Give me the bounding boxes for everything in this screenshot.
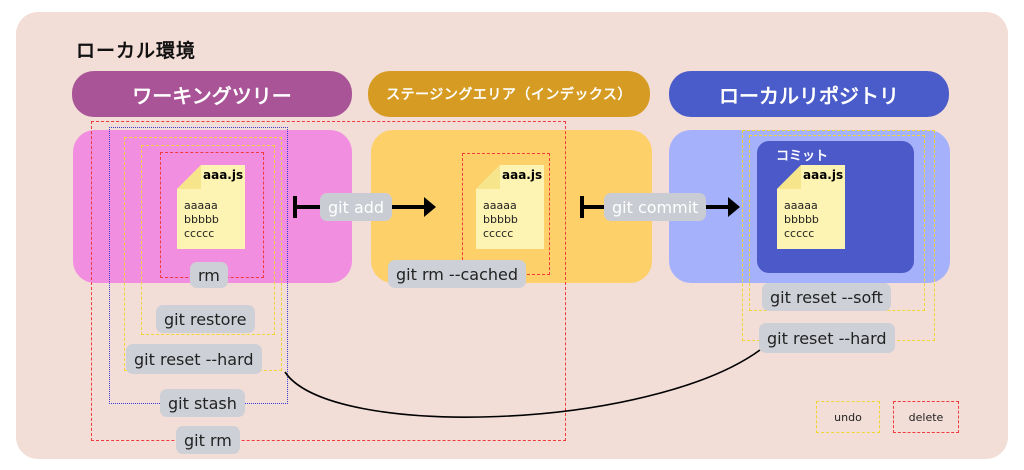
staged-file-content: aaaaa bbbbb ccccc bbox=[483, 199, 518, 241]
file-line: ccccc bbox=[184, 227, 215, 240]
file-line: aaaaa bbox=[184, 199, 218, 212]
staged-file-name: aaa.js bbox=[502, 168, 543, 182]
git-add-label: git add bbox=[320, 193, 393, 221]
file-line: ccccc bbox=[784, 227, 815, 240]
file-line: ccccc bbox=[483, 227, 514, 240]
file-line: bbbbb bbox=[483, 213, 518, 226]
committed-file-content: aaaaa bbbbb ccccc bbox=[784, 199, 819, 241]
git-rm-cached-command: git rm --cached bbox=[388, 260, 527, 288]
git-stash-command: git stash bbox=[160, 389, 245, 417]
git-rm-command: git rm bbox=[176, 426, 240, 454]
file-line: bbbbb bbox=[184, 213, 219, 226]
local-repository-header: ローカルリポジトリ bbox=[669, 71, 949, 117]
git-commit-label: git commit bbox=[604, 193, 707, 221]
legend-undo: undo bbox=[816, 401, 880, 433]
working-file-content: aaaaa bbbbb ccccc bbox=[184, 199, 219, 241]
git-rm-scope-box bbox=[91, 121, 566, 441]
git-restore-command: git restore bbox=[156, 305, 255, 333]
staging-area-header: ステージングエリア（インデックス） bbox=[368, 71, 650, 117]
rm-command: rm bbox=[190, 262, 228, 288]
restore-scope-box bbox=[141, 145, 275, 335]
legend-delete: delete bbox=[893, 401, 959, 433]
working-file-name: aaa.js bbox=[203, 168, 244, 182]
reset-hard-connector-line bbox=[284, 349, 761, 418]
working-tree-header: ワーキングツリー bbox=[72, 71, 352, 117]
diagram-title: ローカル環境 bbox=[76, 40, 197, 62]
file-line: bbbbb bbox=[784, 213, 819, 226]
git-reset-hard-repo-command: git reset --hard bbox=[759, 323, 895, 353]
file-line: aaaaa bbox=[784, 199, 818, 212]
git-reset-hard-command: git reset --hard bbox=[126, 344, 262, 374]
commit-label: コミット bbox=[776, 149, 829, 164]
file-line: aaaaa bbox=[483, 199, 517, 212]
committed-file-name: aaa.js bbox=[803, 168, 844, 182]
legend-undo-label: undo bbox=[834, 410, 862, 424]
git-reset-soft-command: git reset --soft bbox=[762, 283, 891, 311]
legend-delete-label: delete bbox=[908, 410, 944, 424]
